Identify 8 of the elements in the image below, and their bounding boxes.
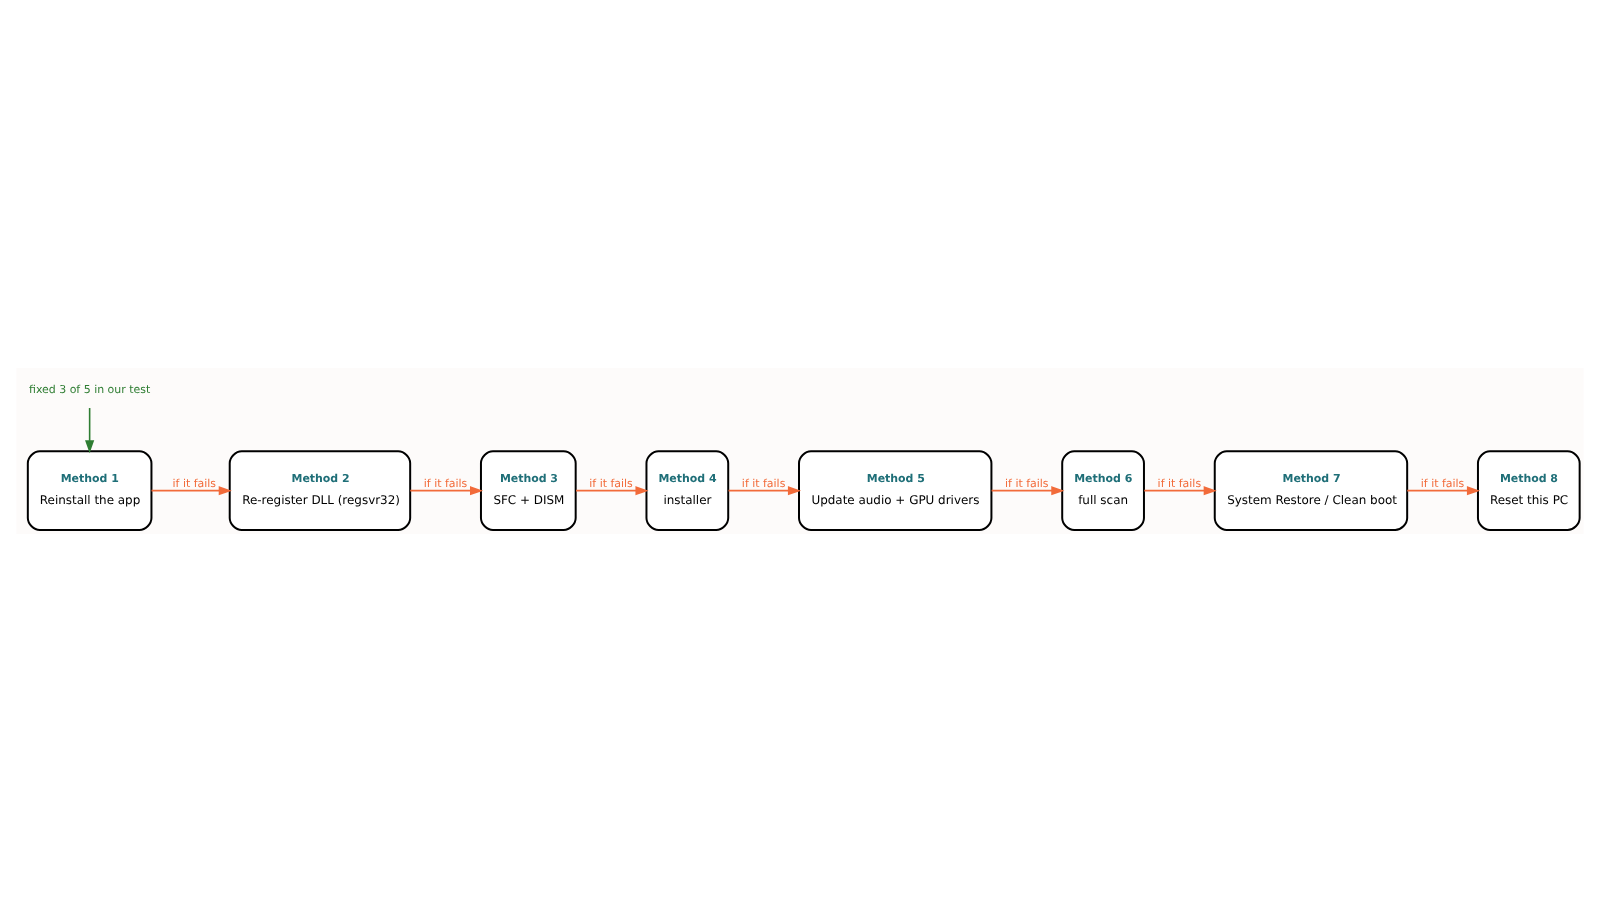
arrow <box>575 485 649 495</box>
arrow <box>409 485 484 495</box>
arrow <box>727 485 802 495</box>
arrow <box>1406 485 1481 495</box>
arrow <box>1143 485 1217 495</box>
arrow <box>990 485 1065 495</box>
arrow <box>150 485 232 495</box>
arrow <box>85 406 95 453</box>
